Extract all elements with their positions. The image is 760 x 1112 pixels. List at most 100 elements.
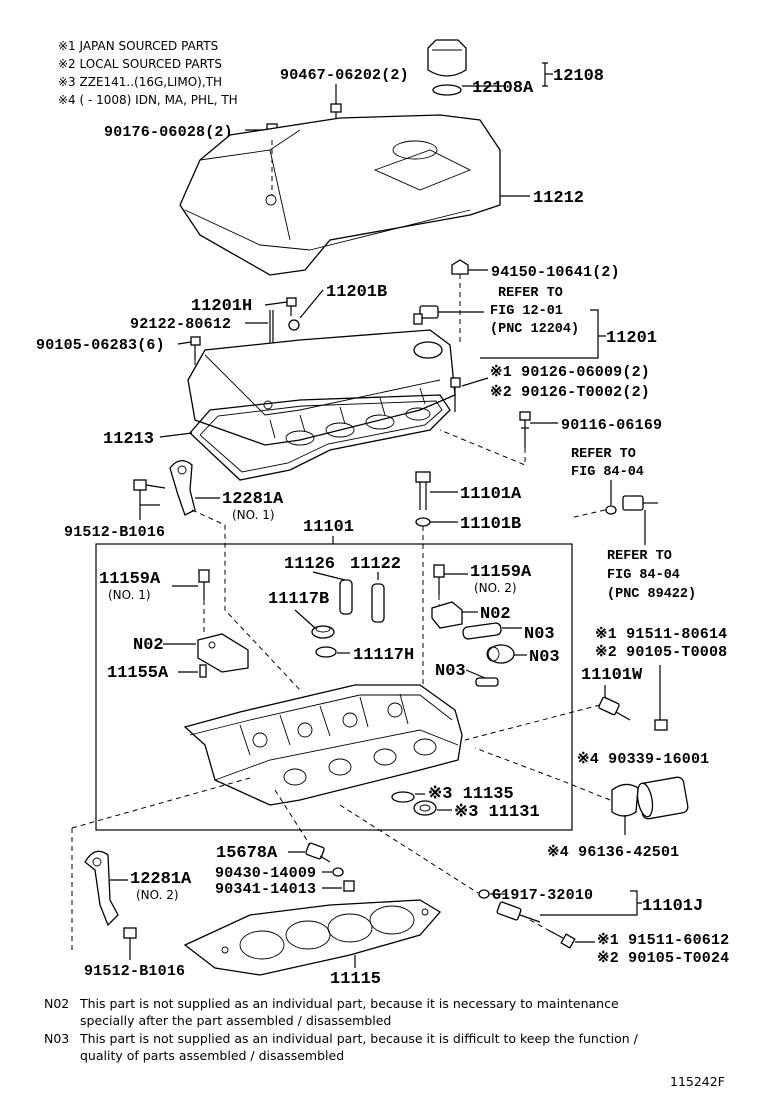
label-90105-t0008: ※2 90105-T0008	[595, 644, 727, 661]
cylinder-head-box	[95, 543, 573, 831]
legend-line-3: ※3 ZZE141..(16G,LIMO),TH	[58, 75, 222, 89]
plug-11117b-drawing	[311, 625, 335, 639]
refer-84-04-b-line1: REFER TO	[607, 549, 672, 564]
note-n03-line2: quality of parts assembled / disassemble…	[80, 1048, 344, 1063]
label-11131: ※3 11131	[454, 803, 540, 822]
label-11115: 11115	[330, 970, 381, 989]
refer-84-04-a-line2: FIG 84-04	[571, 465, 644, 480]
label-11117h: 11117H	[353, 646, 414, 665]
legend-line-2: ※2 LOCAL SOURCED PARTS	[58, 57, 222, 71]
label-11213: 11213	[103, 430, 154, 449]
label-n02-left: N02	[133, 636, 164, 655]
label-11212: 11212	[533, 189, 584, 208]
label-11117b: 11117B	[268, 590, 329, 609]
engine-hanger-no1-drawing	[169, 460, 196, 516]
label-91511-80614: ※1 91511-80614	[595, 626, 727, 643]
label-12281a-no1: 12281A	[222, 490, 284, 509]
label-12281a-no2: 12281A	[130, 870, 192, 889]
note-n03-line1: This part is not supplied as an individu…	[79, 1031, 639, 1046]
label-90105-t0024: ※2 90105-T0024	[597, 950, 729, 967]
pcv-valve-drawing	[413, 305, 484, 325]
sensor-89422-drawing	[622, 495, 658, 545]
refer-84-04-b-line3: (PNC 89422)	[607, 587, 696, 602]
oil-filler-cap-drawing	[427, 39, 467, 96]
label-11101w: 11101W	[581, 666, 643, 685]
stud-92122-drawing	[269, 310, 274, 345]
label-90126-06009: ※1 90126-06009(2)	[490, 364, 650, 381]
plug-15678a-drawing	[305, 842, 331, 863]
label-90467: 90467-06202(2)	[280, 67, 409, 84]
refer-12-01-line1: REFER TO	[498, 286, 563, 301]
engine-hanger-no2-drawing	[84, 850, 119, 927]
label-11201b: 11201B	[326, 283, 387, 302]
bolt-90126-drawing	[450, 377, 461, 412]
engine-cover-drawing	[179, 114, 501, 276]
bolt-11159a-no2-drawing	[433, 564, 445, 595]
label-90430: 90430-14009	[215, 865, 316, 882]
bolt-90116-drawing	[519, 411, 531, 448]
pin-n03-middle-drawing	[486, 644, 515, 664]
label-96136: ※4 96136-42501	[547, 844, 679, 861]
note-n02-line2: specially after the part assembled / dis…	[80, 1013, 391, 1028]
label-92122: 92122-80612	[130, 316, 231, 333]
label-90341: 90341-14013	[215, 881, 316, 898]
label-90339: ※4 90339-16001	[577, 751, 709, 768]
label-11101j: 11101J	[642, 897, 703, 916]
label-11201: 11201	[606, 329, 657, 348]
label-11135: ※3 11135	[428, 785, 514, 804]
head-gasket-drawing	[183, 899, 441, 976]
label-n03-upper: N03	[524, 625, 555, 644]
bolt-91512a-drawing	[133, 479, 166, 491]
bolt-90105a-drawing	[190, 336, 201, 360]
valve-guide-11122-drawing	[371, 583, 385, 623]
label-11159a-no2-sub: (NO. 2)	[474, 581, 517, 595]
refer-12-01-line3: (PNC 12204)	[490, 322, 579, 337]
seal-11131-drawing	[413, 800, 437, 816]
head-cover-gasket-drawing	[189, 394, 451, 481]
note-n02-code: N02	[44, 996, 69, 1011]
label-12108: 12108	[553, 67, 604, 86]
clamp-96136-drawing	[611, 783, 639, 835]
refer-12-01-line2: FIG 12-01	[490, 304, 563, 319]
label-11126: 11126	[284, 555, 335, 574]
label-94150: 94150-10641(2)	[491, 264, 620, 281]
label-11159a-no2: 11159A	[470, 563, 532, 582]
label-11101: 11101	[303, 518, 354, 537]
sensor-11101w-drawing	[598, 696, 631, 721]
label-11155a: 11155A	[107, 664, 169, 683]
bolt-91511-80614-drawing	[654, 665, 668, 731]
label-15678a: 15678A	[216, 844, 278, 863]
cylinder-head-cover-drawing	[187, 329, 456, 446]
label-90105-06283: 90105-06283(6)	[36, 337, 165, 354]
label-11159a-no1: 11159A	[99, 570, 161, 589]
label-12281a-no2-sub: (NO. 2)	[136, 888, 179, 902]
refer-84-04-b-line2: FIG 84-04	[607, 568, 680, 583]
refer-84-04-a-line1: REFER TO	[571, 447, 636, 462]
label-11122: 11122	[350, 555, 401, 574]
label-g1917: G1917-32010	[492, 887, 593, 904]
valve-guide-11126-drawing	[339, 579, 353, 615]
bolt-91511-60612-drawing	[547, 929, 576, 949]
note-n02-line1: This part is not supplied as an individu…	[79, 996, 619, 1011]
label-90116: 90116-06169	[561, 417, 662, 434]
label-n02-right: N02	[480, 605, 511, 624]
sensor-11101j-drawing	[496, 901, 541, 923]
bolt-91512b-drawing	[123, 927, 137, 950]
label-11101b: 11101B	[460, 515, 521, 534]
bolt-11159a-no1-drawing	[198, 569, 210, 600]
label-91512-b1016-a: 91512-B1016	[64, 524, 165, 541]
label-91512-b1016-b: 91512-B1016	[84, 963, 185, 980]
label-90126-t0002: ※2 90126-T0002(2)	[490, 384, 650, 401]
label-90176: 90176-06028(2)	[104, 124, 233, 141]
label-n03-middle: N03	[529, 648, 560, 667]
label-12108a: 12108A	[472, 79, 534, 98]
cam-cap-n02-left-drawing	[197, 633, 249, 673]
legend-line-1: ※1 JAPAN SOURCED PARTS	[58, 39, 218, 53]
nut-94150-drawing	[451, 259, 469, 275]
pin-n03-upper-drawing	[462, 622, 502, 640]
cylinder-head-drawing	[183, 684, 463, 806]
sleeve-90339-drawing	[636, 776, 689, 820]
label-11159a-no1-sub: (NO. 1)	[108, 588, 151, 602]
label-11201h: 11201H	[191, 297, 252, 316]
